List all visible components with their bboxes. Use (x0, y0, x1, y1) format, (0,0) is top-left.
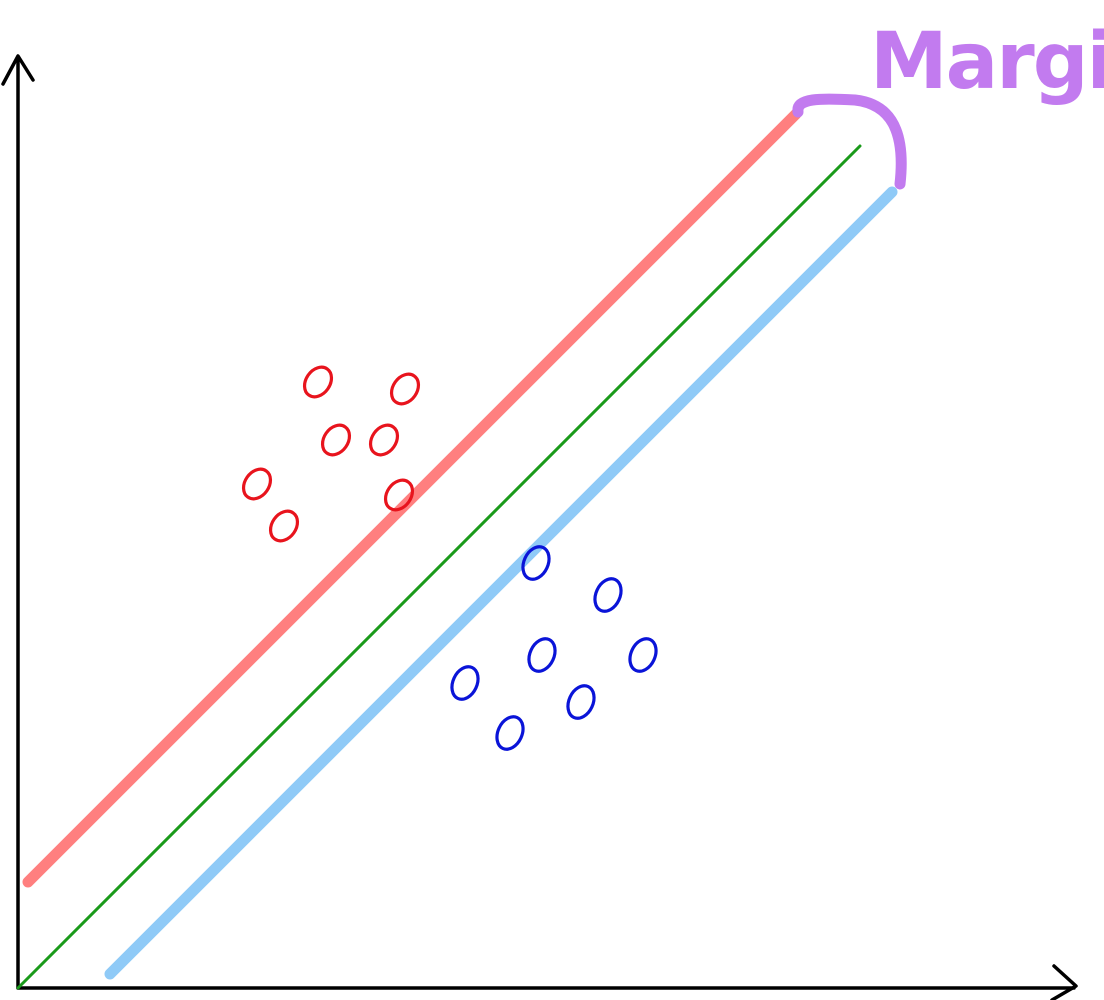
class-a-point (389, 372, 421, 406)
decision-boundary (16, 144, 862, 990)
class-a-point (320, 423, 352, 457)
class-b-point (566, 684, 596, 720)
class-a-point (268, 509, 300, 543)
class-a-point (368, 423, 400, 457)
class-b-point (628, 637, 658, 673)
class-a-points (241, 365, 421, 543)
y-axis-arrowhead (1, 54, 35, 86)
class-b-point (527, 637, 557, 673)
class-b-point (495, 715, 525, 751)
margin-label: Margin (870, 17, 1104, 107)
class-a-point (383, 478, 415, 512)
class-b-point (450, 665, 480, 701)
class-b-point (593, 577, 623, 613)
class-b-points (450, 545, 658, 751)
class-b-point (521, 545, 551, 581)
class-a-point (302, 365, 334, 399)
lower-margin-boundary (104, 186, 898, 980)
margin-bracket (792, 93, 907, 190)
axes (1, 54, 1078, 1000)
class-a-point (241, 467, 273, 501)
x-axis-arrowhead (1050, 964, 1078, 1000)
